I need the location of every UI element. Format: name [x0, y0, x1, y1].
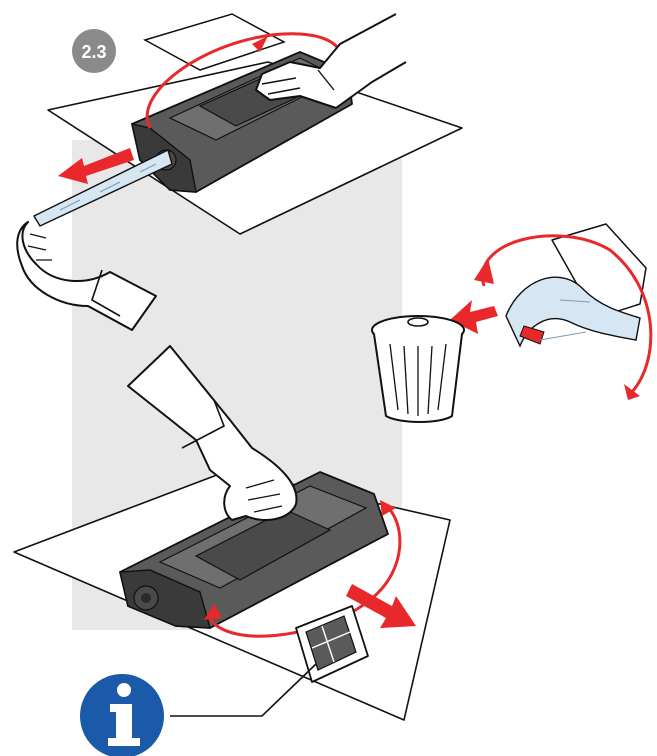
step-number-label: 2.3 [81, 42, 106, 62]
step-number-badge: 2.3 [72, 29, 116, 73]
info-icon [80, 674, 164, 756]
disposal-scene [372, 224, 651, 422]
trash-can-icon [372, 316, 464, 422]
